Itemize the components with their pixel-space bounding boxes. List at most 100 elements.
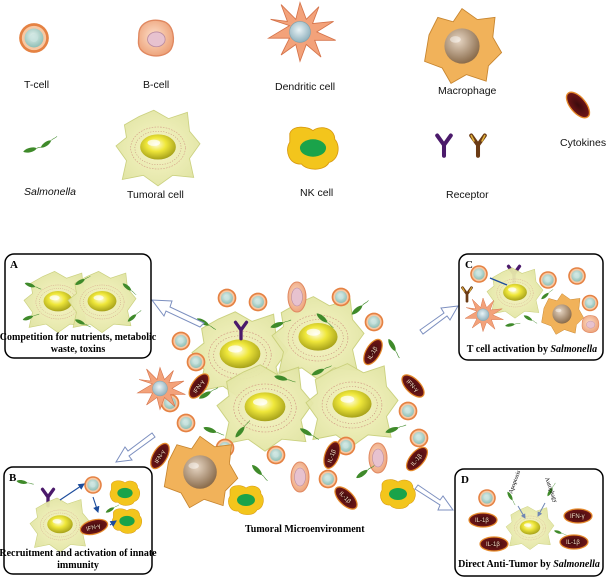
cytokine: IFN-γ xyxy=(78,516,110,538)
nk-cell-icon xyxy=(286,126,339,170)
arrow-to-panel-b xyxy=(115,432,156,463)
panel-d: D IL-1β IL-1β IFN-γ IL-1β Apoptosis Auto… xyxy=(454,468,604,577)
interaction-arrow xyxy=(59,483,85,501)
legend-dendritic-cell-label: Dendritic cell xyxy=(275,81,335,93)
panel-a-letter: A xyxy=(10,259,18,271)
cytokine: IL-1β xyxy=(559,534,589,550)
cytokine: IFN-γ xyxy=(146,439,174,473)
legend: T-cell B-cell Dendritic cell Macrophage … xyxy=(19,2,606,201)
salmonella xyxy=(349,298,371,317)
interaction-arrow xyxy=(92,496,100,514)
legend-cytokines: Cytokines xyxy=(560,87,606,149)
t-cell xyxy=(331,287,351,307)
t-cell xyxy=(318,469,338,489)
t-cell-icon xyxy=(19,23,49,53)
legend-tumoral-cell: Tumoral cell xyxy=(115,109,201,201)
t-cell xyxy=(217,288,237,308)
legend-t-cell-label: T-cell xyxy=(24,79,49,91)
legend-nk-cell-label: NK cell xyxy=(300,187,333,199)
legend-salmonella: Salmonella xyxy=(22,134,76,198)
panel-c-letter: C xyxy=(465,259,473,271)
legend-cytokines-label: Cytokines xyxy=(560,137,606,149)
b-cell-icon xyxy=(137,19,175,57)
arrow-to-panel-a xyxy=(150,299,205,328)
legend-dendritic-cell: Dendritic cell xyxy=(268,2,337,93)
b-cell xyxy=(287,281,307,313)
cytokine: IL-1β xyxy=(479,536,509,552)
macrophage xyxy=(163,435,239,509)
t-cell xyxy=(470,265,488,283)
nk-cell xyxy=(379,479,416,510)
t-cell xyxy=(478,489,496,507)
cytokine: IL-1β xyxy=(320,438,344,472)
panel-a-caption-line1: Competition for nutrients, metabolic xyxy=(0,332,157,343)
t-cell xyxy=(398,401,418,421)
t-cell xyxy=(364,312,384,332)
b-cell xyxy=(581,315,600,333)
t-cell xyxy=(176,413,196,433)
outline-arrows xyxy=(115,299,459,511)
salmonella-icon xyxy=(39,134,59,150)
arrow-to-panel-c xyxy=(419,305,459,335)
panel-c-caption: T cell activation by Salmonella xyxy=(467,344,597,355)
panel-c: C T cell activation by Salmonella xyxy=(458,253,604,361)
panel-c-caption-italic: Salmonella xyxy=(551,344,598,355)
t-cell xyxy=(581,294,599,312)
cytokine: IFN-γ xyxy=(184,369,214,403)
dendritic-cell-icon xyxy=(268,2,337,62)
t-cell xyxy=(539,271,557,289)
t-cell xyxy=(171,331,191,351)
cytokine: IL-1β xyxy=(468,512,498,528)
legend-macrophage: Macrophage xyxy=(424,8,503,97)
cytokine-label: IL-1β xyxy=(475,518,489,524)
panel-d-caption: Direct Anti-Tumor by Salmonella xyxy=(458,559,600,570)
salmonella xyxy=(202,425,226,438)
panel-a: A Competition for nutrients, metabolic w… xyxy=(0,253,157,359)
legend-salmonella-label: Salmonella xyxy=(24,186,76,198)
cytokine-label: IL-1β xyxy=(486,542,500,548)
panel-d-letter: D xyxy=(461,474,469,486)
panel-c-caption-prefix: T cell activation by xyxy=(467,344,551,355)
b-cell xyxy=(290,461,310,493)
center-label: Tumoral Microenvironment xyxy=(245,524,365,535)
legend-t-cell: T-cell xyxy=(19,23,49,91)
tumoral-cell-icon xyxy=(115,109,201,187)
interaction-arrow xyxy=(109,520,117,527)
cytokine-label: IFN-γ xyxy=(86,523,102,533)
t-cell xyxy=(186,352,206,372)
t-cell xyxy=(568,267,586,285)
cytokine: IFN-γ xyxy=(397,370,429,402)
tumoral-microenvironment: IFN-γ IFN-γ IL-1β IFN-γ IL-1β IL-1β IL-1… xyxy=(137,281,432,535)
interaction-arrow xyxy=(537,502,546,517)
legend-receptor-label: Receptor xyxy=(446,189,489,201)
panel-d-caption-prefix: Direct Anti-Tumor by xyxy=(458,559,553,570)
salmonella-icon xyxy=(22,143,46,155)
b-cell xyxy=(368,442,388,474)
t-cell xyxy=(409,428,429,448)
cytokine: IFN-γ xyxy=(563,508,593,524)
salmonella xyxy=(250,463,270,483)
panel-b-letter: B xyxy=(9,472,17,484)
salmonella xyxy=(386,337,402,360)
t-cell xyxy=(84,476,102,494)
cytokine-label: IFN-γ xyxy=(570,514,585,520)
panel-d-caption-italic: Salmonella xyxy=(553,559,600,570)
interaction-arrow xyxy=(517,505,526,519)
receptor-icon xyxy=(471,136,485,156)
receptor-icon xyxy=(437,136,451,156)
cytokine-icon xyxy=(561,87,595,123)
macrophage-icon xyxy=(424,8,503,84)
interaction-line xyxy=(489,277,508,286)
cytokine: IL-1β xyxy=(359,335,387,369)
panel-b-caption-line1: Recruitment and activation of innate xyxy=(0,548,157,559)
legend-receptor: Receptor xyxy=(437,136,489,201)
legend-nk-cell: NK cell xyxy=(286,126,339,199)
panel-b: B IFN-γ Recruitment and activation of in… xyxy=(0,466,157,575)
cytokine: IL-1β xyxy=(402,443,432,475)
cytokine-label: IL-1β xyxy=(566,540,580,546)
arrow-to-panel-d xyxy=(414,484,454,511)
panel-b-caption-line2: immunity xyxy=(57,560,99,571)
nk-cell xyxy=(227,485,264,516)
panel-a-caption-line2: waste, toxins xyxy=(51,344,106,355)
